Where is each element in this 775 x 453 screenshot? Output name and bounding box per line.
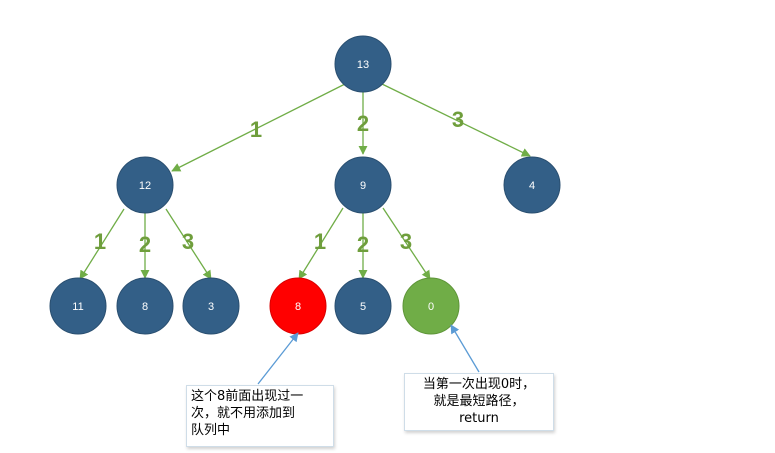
- node-3-label: 3: [208, 301, 214, 313]
- callout-target-line-3: return: [459, 411, 499, 426]
- callout-arrow-target: [450, 324, 480, 373]
- edge-13-4: [381, 83, 531, 157]
- edge-9-0: [382, 207, 431, 280]
- node-13: 13: [334, 35, 392, 93]
- node-4: 4: [503, 156, 561, 214]
- edge-9-8: [298, 207, 344, 280]
- node-5-label: 5: [360, 301, 366, 313]
- callout-repeated-line-2: 次，就不用添加到: [191, 406, 296, 421]
- callout-repeated-node: 这个8前面出现过一 次，就不用添加到 队列中: [186, 385, 334, 447]
- edge-12-3: [165, 208, 212, 280]
- edge-label-13-9: 2: [357, 111, 369, 136]
- edge-12-11: [79, 208, 125, 280]
- node-0-target-label: 0: [428, 301, 434, 313]
- node-0-target: 0: [402, 277, 460, 335]
- node-8-left: 8: [116, 277, 174, 335]
- node-11-label: 11: [72, 301, 83, 313]
- node-12-label: 12: [139, 180, 151, 192]
- node-5: 5: [334, 277, 392, 335]
- callout-target-line-1: 当第一次出现0时，: [422, 377, 536, 392]
- edge-label-9-8: 1: [314, 229, 326, 254]
- callout-arrow-repeated: [257, 332, 299, 385]
- callout-repeated-line-1: 这个8前面出现过一: [191, 389, 304, 404]
- node-9: 9: [334, 156, 392, 214]
- edge-label-13-4: 3: [452, 107, 464, 132]
- node-3: 3: [182, 277, 240, 335]
- node-12: 12: [116, 156, 174, 214]
- node-8-repeated: 8: [269, 277, 327, 335]
- node-8-left-label: 8: [142, 301, 148, 313]
- node-13-label: 13: [357, 59, 369, 71]
- callout-repeated-line-3: 队列中: [191, 423, 231, 438]
- edge-label-12-8: 2: [139, 232, 151, 257]
- edge-label-13-12: 1: [250, 117, 262, 142]
- callout-target-line-2: 就是最短路径，: [433, 394, 525, 409]
- node-9-label: 9: [360, 180, 366, 192]
- edge-label-12-3: 3: [182, 229, 194, 254]
- callout-target-node: 当第一次出现0时， 就是最短路径， return: [404, 373, 554, 431]
- node-8-repeated-label: 8: [295, 301, 301, 313]
- edge-13-12: [171, 83, 346, 172]
- edge-label-9-5: 2: [357, 232, 369, 257]
- edge-label-9-0: 3: [400, 229, 412, 254]
- node-4-label: 4: [529, 180, 535, 192]
- node-11: 11: [49, 277, 107, 335]
- edge-label-12-11: 1: [94, 229, 106, 254]
